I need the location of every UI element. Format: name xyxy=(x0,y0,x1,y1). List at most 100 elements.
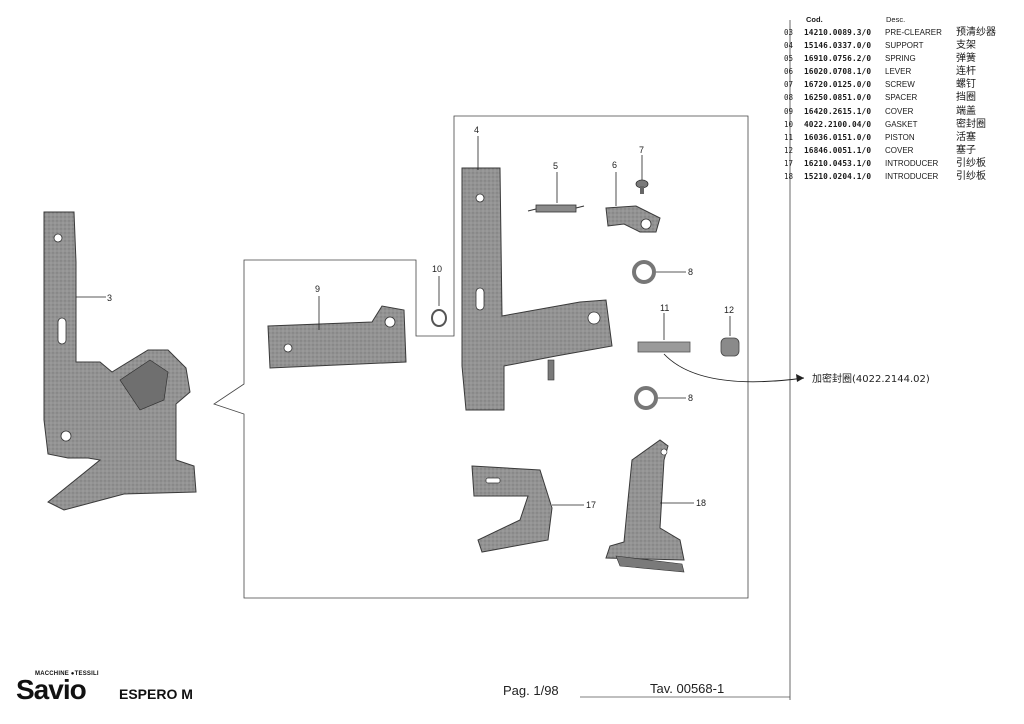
description-cell: COVER xyxy=(885,145,914,155)
chinese-description-cell: 端盖 xyxy=(956,105,976,117)
position-cell: 06 xyxy=(784,67,794,77)
position-cell: 04 xyxy=(784,41,794,51)
table-row: 04 15146.0337.0/0 SUPPORT 支架 xyxy=(784,39,1020,52)
part-12-cover xyxy=(720,337,740,357)
code-cell: 15146.0337.0/0 xyxy=(804,41,872,51)
table-row: 18 15210.0204.1/0 INTRODUCER 引纱板 xyxy=(784,170,1020,183)
table-row: 06 16020.0708.1/0 LEVER 连杆 xyxy=(784,65,1020,78)
chinese-description-cell: 螺钉 xyxy=(956,79,976,91)
position-cell: 08 xyxy=(784,93,794,103)
code-cell: 16846.0051.1/0 xyxy=(804,145,872,155)
code-cell: 16020.0708.1/0 xyxy=(804,67,872,77)
part-8-spacer-bottom xyxy=(634,386,658,410)
chinese-description-cell: 弹簧 xyxy=(956,53,976,65)
description-cell: SUPPORT xyxy=(885,41,924,51)
position-cell: 03 xyxy=(784,28,794,37)
table-row: 12 16846.0051.1/0 COVER 塞子 xyxy=(784,144,1020,157)
part-9-cover xyxy=(267,305,407,369)
code-cell: 16720.0125.0/0 xyxy=(804,80,872,90)
header-cod: Cod. xyxy=(806,15,823,24)
code-cell: 16250.0851.0/0 xyxy=(804,93,872,103)
callout-5: 5 xyxy=(553,161,558,171)
callout-17: 17 xyxy=(586,500,596,510)
header-desc: Desc. xyxy=(886,15,906,24)
callout-9: 9 xyxy=(315,284,320,294)
note-arrow xyxy=(663,353,805,383)
position-cell: 10 xyxy=(784,119,794,129)
chinese-description-cell: 密封圈 xyxy=(956,118,986,130)
part-7-screw xyxy=(635,179,649,194)
part-3-pre-clearer xyxy=(43,211,197,511)
code-cell: 16910.0756.2/0 xyxy=(804,54,872,64)
logo-tagline: MACCHINE ●TESSILI xyxy=(35,671,99,677)
position-cell: 11 xyxy=(784,132,794,142)
callout-12: 12 xyxy=(724,305,734,315)
position-cell: 09 xyxy=(784,106,794,116)
position-cell: 12 xyxy=(784,145,794,155)
part-17-introducer xyxy=(471,465,553,553)
table-row: 09 16420.2615.1/0 COVER 端盖 xyxy=(784,105,1020,118)
code-cell: 16036.0151.0/0 xyxy=(804,132,872,142)
chinese-description-cell: 引纱板 xyxy=(956,171,986,183)
description-cell: PRE-CLEARER xyxy=(885,28,942,37)
code-cell: 16210.0453.1/0 xyxy=(804,158,872,168)
code-cell: 15210.0204.1/0 xyxy=(804,172,872,182)
callout-7: 7 xyxy=(639,145,644,155)
callout-3: 3 xyxy=(107,293,112,303)
code-cell: 14210.0089.3/0 xyxy=(804,28,872,37)
gasket-note: 加密封圈(4022.2144.02) xyxy=(812,374,930,385)
chinese-description-cell: 预清纱器 xyxy=(956,27,996,38)
position-cell: 17 xyxy=(784,158,794,168)
chinese-description-cell: 引纱板 xyxy=(956,157,986,169)
callout-18: 18 xyxy=(696,498,706,508)
model-name: ESPERO M xyxy=(119,686,193,702)
description-cell: COVER xyxy=(885,106,914,116)
part-11-piston xyxy=(637,341,691,353)
parts-table: Cod. Desc. 03 14210.0089.3/0 PRE-CLEARER 预清… xyxy=(784,15,1020,183)
table-row: 05 16910.0756.2/0 SPRING 弹簧 xyxy=(784,52,1020,65)
description-cell: INTRODUCER xyxy=(885,172,939,182)
callout-8b: 8 xyxy=(688,393,693,403)
description-cell: PISTON xyxy=(885,132,915,142)
description-cell: INTRODUCER xyxy=(885,158,939,168)
callout-11: 11 xyxy=(660,303,669,313)
callout-8a: 8 xyxy=(688,267,693,277)
detail-frame xyxy=(213,115,749,599)
part-18-introducer xyxy=(605,439,685,573)
part-6-lever xyxy=(605,205,661,233)
parts-table-header: Cod. Desc. xyxy=(784,15,1020,26)
description-cell: SPACER xyxy=(885,93,918,103)
description-cell: LEVER xyxy=(885,67,912,77)
part-8-spacer-top xyxy=(632,260,656,284)
table-row: 07 16720.0125.0/0 SCREW 螺钉 xyxy=(784,78,1020,91)
part-5-spring xyxy=(527,204,585,213)
table-row: 10 4022.2100.04/0 GASKET 密封圈 xyxy=(784,118,1020,131)
page-number: Pag. 1/98 xyxy=(503,683,559,698)
code-cell: 16420.2615.1/0 xyxy=(804,106,872,116)
part-10-gasket xyxy=(431,309,447,327)
savio-logo: MACCHINE ●TESSILI Savio xyxy=(16,671,116,705)
chinese-description-cell: 支架 xyxy=(956,40,976,52)
position-cell: 05 xyxy=(784,54,794,64)
callout-4: 4 xyxy=(474,125,479,135)
chinese-description-cell: 挡圈 xyxy=(956,92,976,104)
table-row: 03 14210.0089.3/0 PRE-CLEARER 预清纱器 xyxy=(784,26,1020,39)
table-row: 11 16036.0151.0/0 PISTON 活塞 xyxy=(784,131,1020,144)
code-cell: 4022.2100.04/0 xyxy=(804,119,872,129)
description-cell: SPRING xyxy=(885,54,916,64)
table-row: 17 16210.0453.1/0 INTRODUCER 引纱板 xyxy=(784,157,1020,170)
description-cell: SCREW xyxy=(885,80,915,90)
position-cell: 07 xyxy=(784,80,794,90)
parts-table-rows: 03 14210.0089.3/0 PRE-CLEARER 预清纱器 04 15146.0… xyxy=(784,26,1020,183)
chinese-description-cell: 连杆 xyxy=(956,66,976,78)
position-cell: 18 xyxy=(784,172,794,182)
chinese-description-cell: 活塞 xyxy=(956,131,976,143)
chinese-description-cell: 塞子 xyxy=(956,144,976,156)
callout-10: 10 xyxy=(432,264,442,274)
logo-wordmark: Savio xyxy=(16,674,87,705)
table-number: Tav. 00568-1 xyxy=(650,681,725,696)
callout-6: 6 xyxy=(612,160,617,170)
description-cell: GASKET xyxy=(885,119,918,129)
part-4-support xyxy=(461,167,613,411)
